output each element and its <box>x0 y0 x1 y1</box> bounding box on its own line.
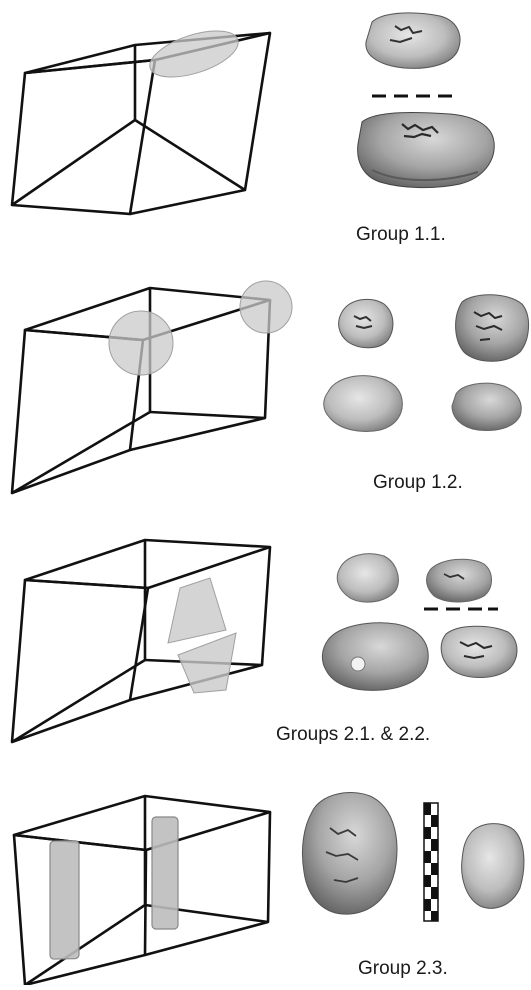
panel-group-2-3: Group 2.3. <box>14 793 524 985</box>
scale-bar-4 <box>424 803 438 921</box>
stone-sample-2a <box>339 299 393 347</box>
stone-sample-4a <box>302 793 397 915</box>
wireframe-box-1 <box>12 33 270 214</box>
panel-group-1-1: Group 1.1. <box>12 13 494 245</box>
highlight-circle-corner-2 <box>240 281 292 333</box>
stone-sample-3c <box>322 623 428 691</box>
highlight-circle-corner-1 <box>109 311 173 375</box>
stone-sample-3a <box>337 554 398 603</box>
stone-sample-4b <box>462 824 524 909</box>
caption-group-2-1-2-2: Groups 2.1. & 2.2. <box>276 724 430 745</box>
stone-sample-3d <box>441 626 517 677</box>
stone-sample-3b <box>427 559 492 602</box>
stone-sample-2c <box>324 376 403 432</box>
panel-group-1-2: Group 1.2. <box>12 281 529 493</box>
highlight-face-upper <box>168 578 226 643</box>
caption-group-1-1: Group 1.1. <box>356 224 446 245</box>
highlight-slab-1 <box>50 841 79 960</box>
stone-sample-1a <box>366 13 460 68</box>
stone-sample-1b <box>358 112 495 187</box>
stone-sample-2b <box>456 295 529 362</box>
stone-sample-2d <box>452 383 521 430</box>
caption-group-2-3: Group 2.3. <box>358 958 448 979</box>
highlight-slab-2 <box>152 817 178 929</box>
panel-group-2-1-2-2: Groups 2.1. & 2.2. <box>12 540 517 745</box>
highlight-ellipse-edge <box>144 22 243 87</box>
caption-group-1-2: Group 1.2. <box>373 472 463 493</box>
